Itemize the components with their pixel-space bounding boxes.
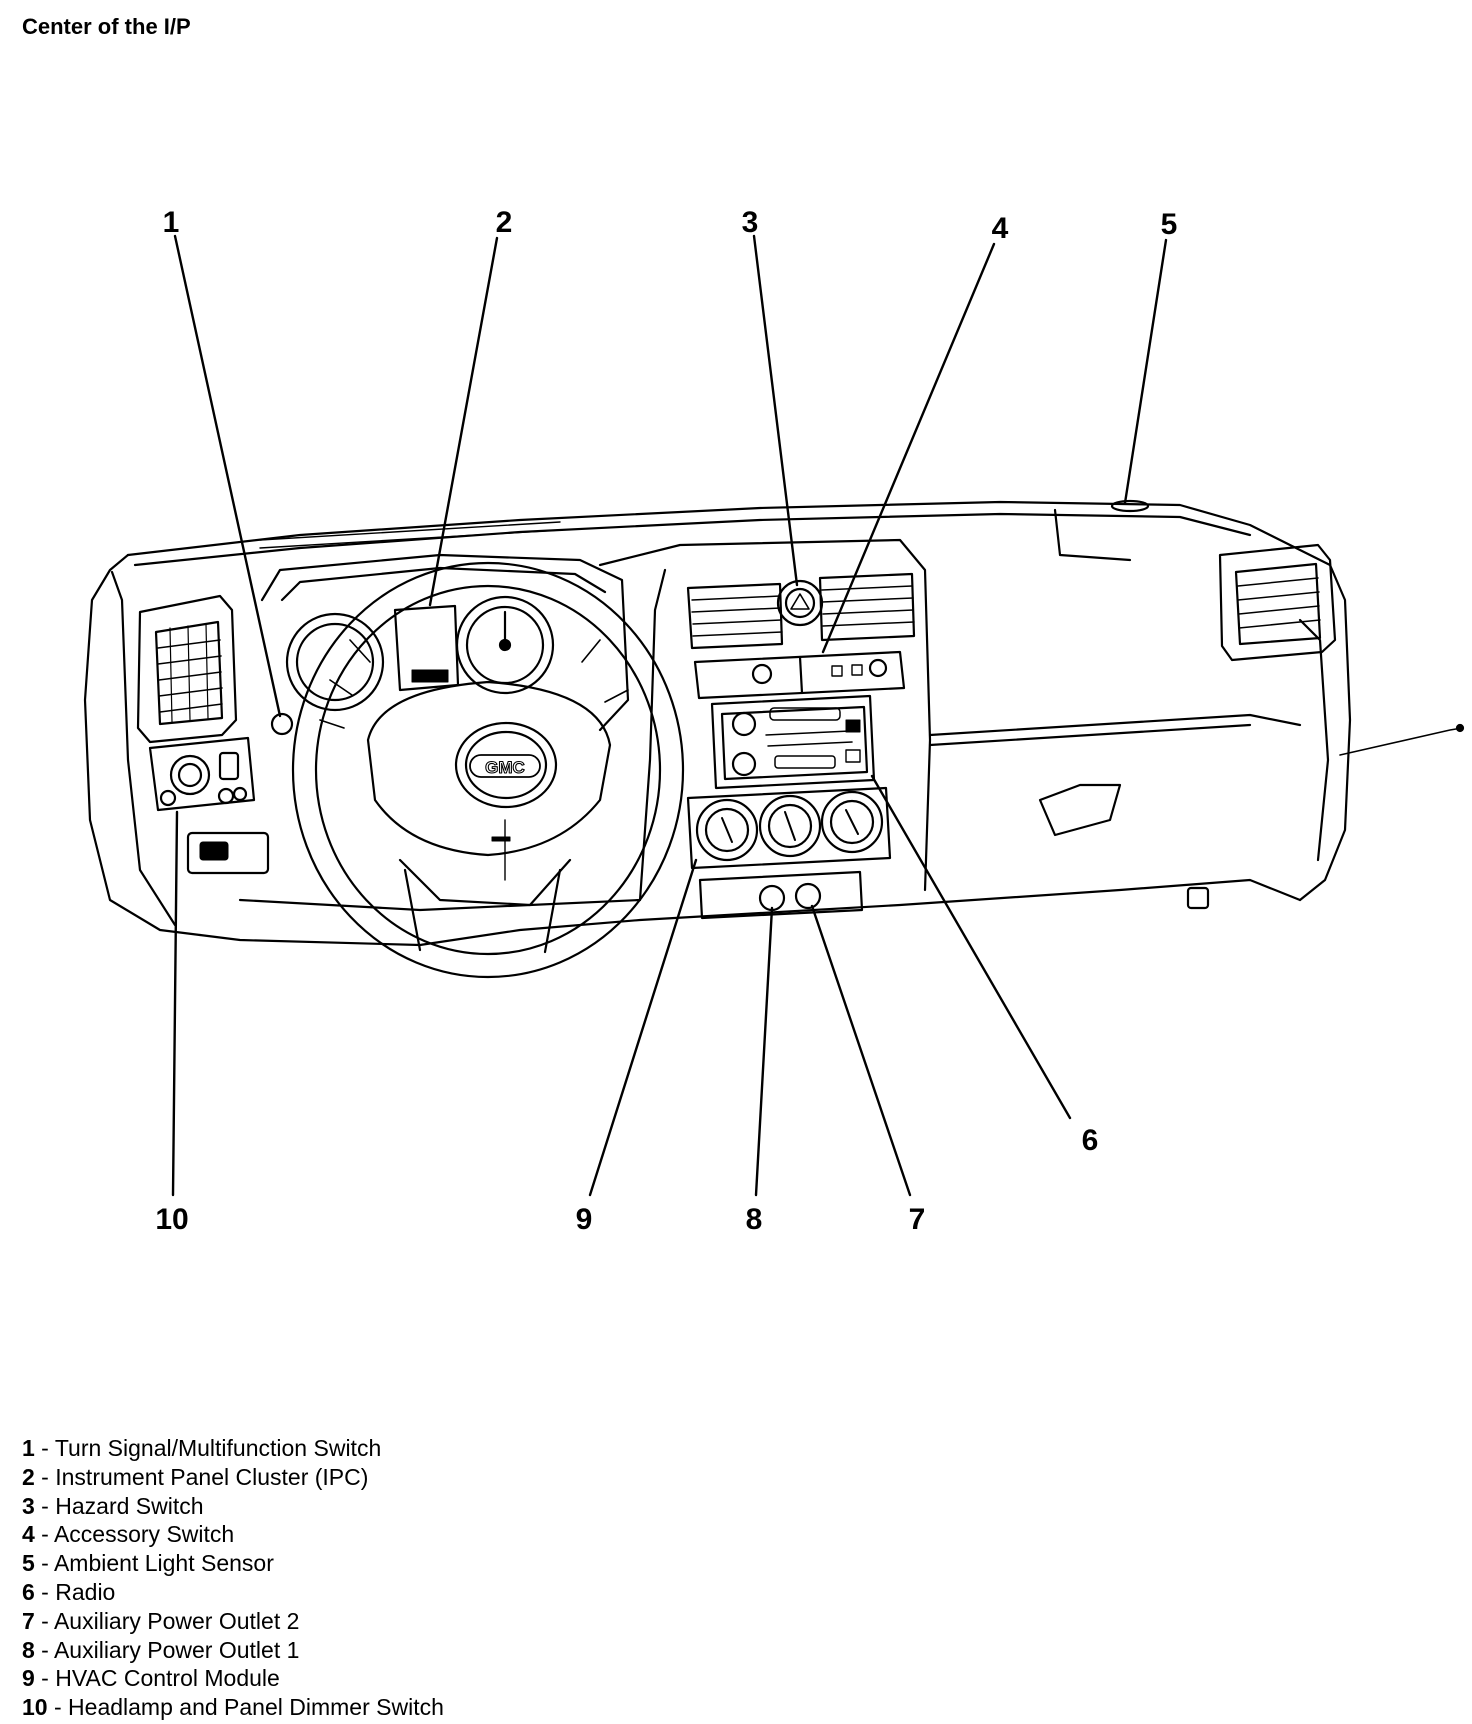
dashboard-body <box>83 499 1352 947</box>
diagram-title: Center of the I/P <box>22 14 191 39</box>
instrument-panel-drawing: GMC <box>83 206 1465 1236</box>
center-air-vents <box>686 572 916 650</box>
callout-8: 8 <box>746 1203 763 1236</box>
legend-item-1: 1 - Turn Signal/Multifunction Switch <box>22 1435 382 1461</box>
leader-lines <box>171 234 1168 1197</box>
accessory-switch-bar <box>693 650 906 700</box>
auxiliary-power-outlets <box>698 870 864 920</box>
callout-numbers: 1 2 3 4 5 6 7 8 9 10 <box>155 206 1177 1236</box>
callout-3: 3 <box>742 206 759 239</box>
lower-left-switch <box>186 831 270 875</box>
auxiliary-power-outlet-2 <box>794 882 822 910</box>
instrument-panel-cluster <box>260 553 630 736</box>
radio <box>710 694 876 790</box>
hvac-control-module <box>686 786 892 870</box>
legend-item-3: 3 - Hazard Switch <box>22 1492 204 1519</box>
callout-4: 4 <box>992 212 1009 245</box>
callout-10: 10 <box>155 1203 188 1236</box>
legend-item-9: 9 - HVAC Control Module <box>22 1665 280 1692</box>
callout-6: 6 <box>1082 1124 1099 1157</box>
legend-item-7: 7 - Auxiliary Power Outlet 2 <box>22 1607 300 1634</box>
legend-item-5: 5 - Ambient Light Sensor <box>22 1550 274 1577</box>
callout-2: 2 <box>496 206 513 239</box>
callout-9: 9 <box>576 1203 593 1236</box>
callout-5: 5 <box>1161 208 1178 241</box>
hazard-switch <box>776 579 824 627</box>
callout-7: 7 <box>909 1203 926 1236</box>
turn-signal-stalk-end <box>270 712 294 736</box>
steering-wheel: GMC <box>291 561 685 979</box>
legend-item-10: 10 - Headlamp and Panel Dimmer Switch <box>22 1694 444 1721</box>
legend-item-8: 8 - Auxiliary Power Outlet 1 <box>22 1636 300 1663</box>
legend-item-2: 2 - Instrument Panel Cluster (IPC) <box>22 1463 369 1490</box>
legend-item-4: 4 - Accessory Switch <box>22 1521 235 1548</box>
legend: 1 - Turn Signal/Multifunction Switch 2 -… <box>22 1434 444 1722</box>
ambient-light-sensor <box>1110 499 1150 513</box>
headlamp-panel-dimmer-switch <box>148 736 256 812</box>
callout-1: 1 <box>163 206 180 239</box>
gmc-logo: GMC <box>485 758 525 777</box>
right-air-vent <box>1218 543 1337 662</box>
auxiliary-power-outlet-1 <box>758 884 786 912</box>
left-air-vent <box>136 594 238 744</box>
legend-item-6: 6 - Radio <box>22 1578 116 1605</box>
